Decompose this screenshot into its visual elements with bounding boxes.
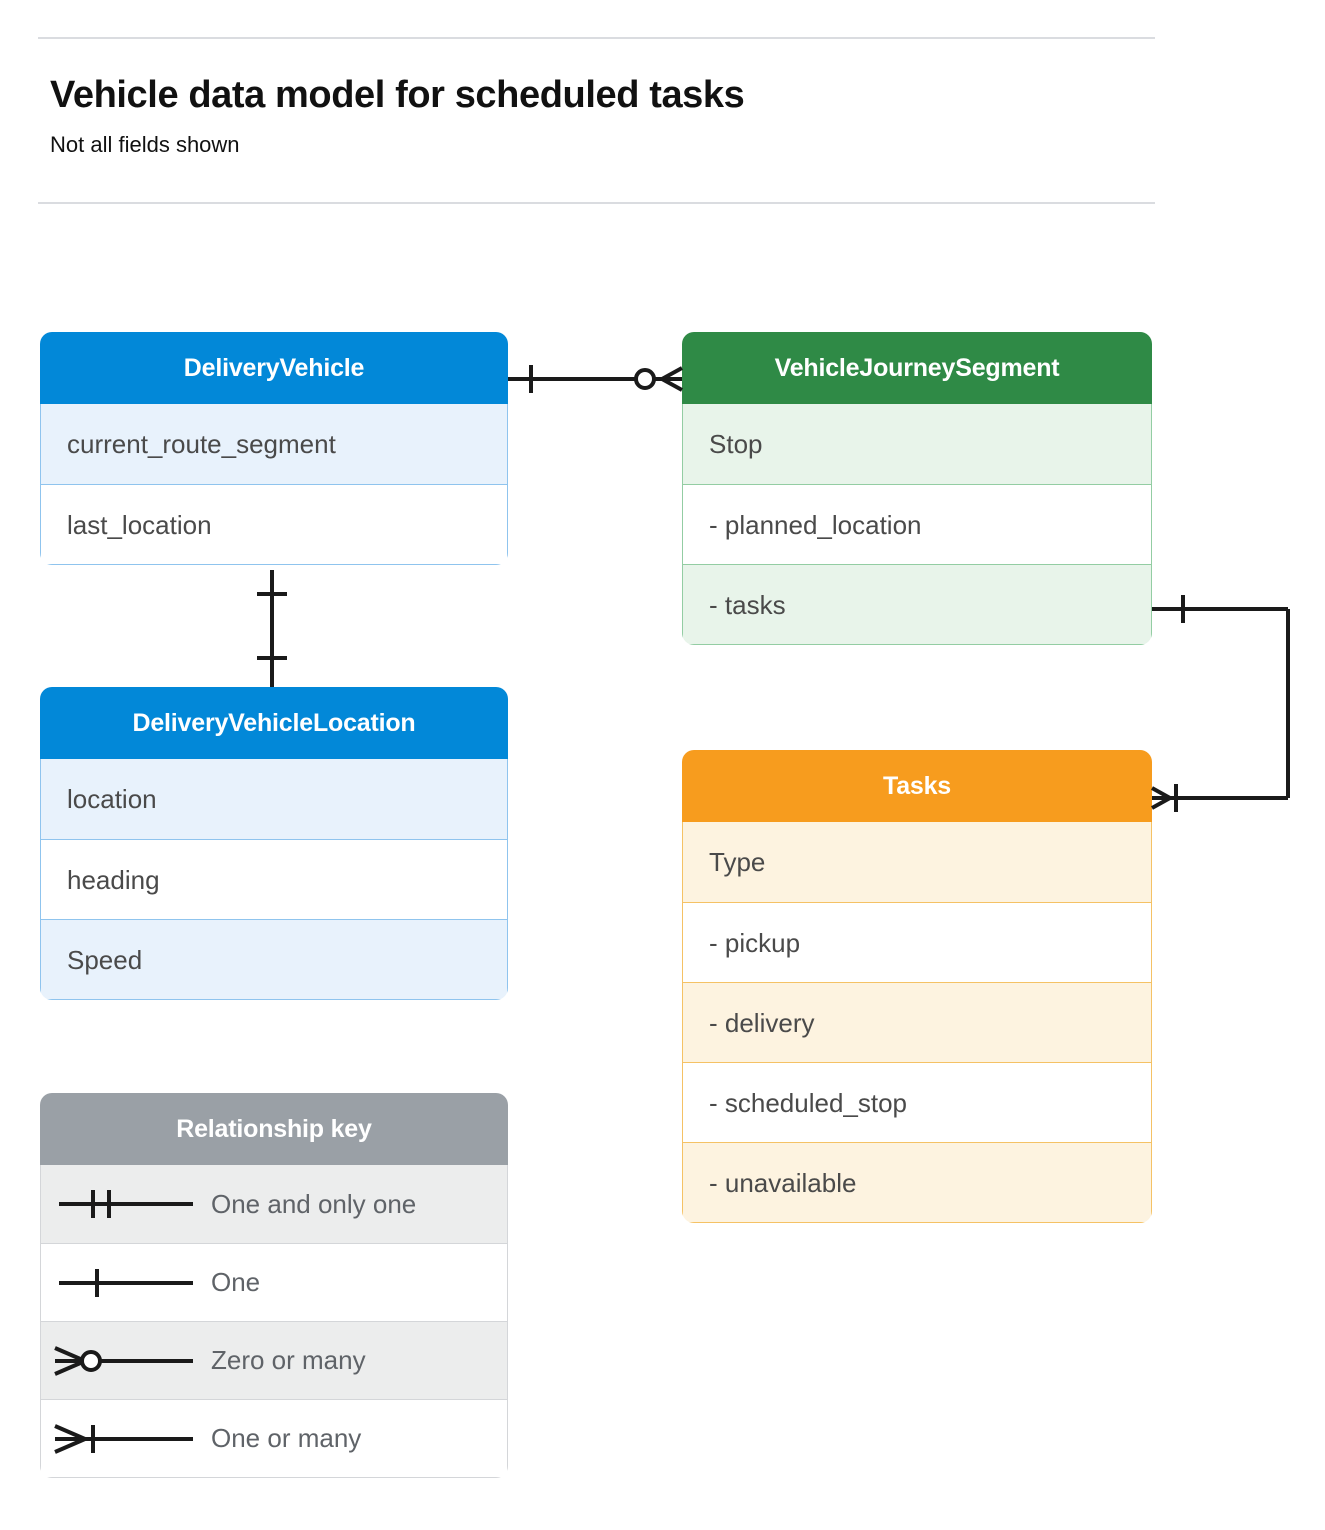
legend-title: Relationship key	[40, 1093, 508, 1165]
legend-rows: One and only one One	[40, 1165, 508, 1478]
one-icon	[41, 1263, 211, 1303]
entity-tasks-fields: Type - pickup - delivery - scheduled_sto…	[682, 822, 1152, 1223]
legend-item-one: One	[41, 1243, 507, 1321]
legend-item-zero-or-many: Zero or many	[41, 1321, 507, 1399]
entity-field-row: - planned_location	[683, 484, 1151, 564]
entity-tasks[interactable]: Tasks Type - pickup - delivery - schedul…	[682, 750, 1152, 1223]
entity-field-row: current_route_segment	[41, 404, 507, 484]
zero-or-many-icon	[41, 1341, 211, 1381]
connector-journey-segment-tasks-to-tasks	[1151, 595, 1290, 812]
entity-tasks-title: Tasks	[682, 750, 1152, 822]
one-or-many-icon	[41, 1419, 211, 1459]
connector-delivery-vehicle-to-journey-segment	[508, 365, 683, 393]
relationship-key-legend[interactable]: Relationship key One and only one	[40, 1093, 508, 1478]
entity-field-row: Speed	[41, 919, 507, 999]
legend-item-label: Zero or many	[211, 1345, 366, 1375]
entity-delivery-vehicle[interactable]: DeliveryVehicle current_route_segment la…	[40, 332, 508, 565]
page-title: Vehicle data model for scheduled tasks	[50, 74, 745, 116]
entity-field-row: Stop	[683, 404, 1151, 484]
legend-item-label: One or many	[211, 1423, 362, 1453]
entity-vehicle-journey-segment-fields: Stop - planned_location - tasks	[682, 404, 1152, 645]
entity-delivery-vehicle-location-title: DeliveryVehicleLocation	[40, 687, 508, 759]
connector-delivery-vehicle-to-vehicle-location	[257, 570, 287, 687]
entity-delivery-vehicle-location[interactable]: DeliveryVehicleLocation location heading…	[40, 687, 508, 1000]
legend-item-label: One	[211, 1267, 261, 1297]
page-subtitle: Not all fields shown	[50, 132, 240, 157]
entity-delivery-vehicle-location-fields: location heading Speed	[40, 759, 508, 1000]
entity-field-row: Type	[683, 822, 1151, 902]
entity-field-row: - delivery	[683, 982, 1151, 1062]
entity-field-row: location	[41, 759, 507, 839]
legend-item-one-or-many: One or many	[41, 1399, 507, 1477]
entity-field-row: last_location	[41, 484, 507, 564]
entity-field-row: - pickup	[683, 902, 1151, 982]
entity-field-row: - scheduled_stop	[683, 1062, 1151, 1142]
one-and-only-one-icon	[41, 1184, 211, 1224]
header-divider-bottom	[38, 202, 1155, 204]
entity-vehicle-journey-segment-title: VehicleJourneySegment	[682, 332, 1152, 404]
entity-delivery-vehicle-fields: current_route_segment last_location	[40, 404, 508, 565]
legend-item-one-and-only-one: One and only one	[41, 1165, 507, 1243]
header-divider-top	[38, 37, 1155, 39]
entity-delivery-vehicle-title: DeliveryVehicle	[40, 332, 508, 404]
legend-item-label: One and only one	[211, 1188, 417, 1219]
entity-vehicle-journey-segment[interactable]: VehicleJourneySegment Stop - planned_loc…	[682, 332, 1152, 645]
entity-field-row: - tasks	[683, 564, 1151, 644]
entity-field-row: heading	[41, 839, 507, 919]
entity-field-row: - unavailable	[683, 1142, 1151, 1222]
